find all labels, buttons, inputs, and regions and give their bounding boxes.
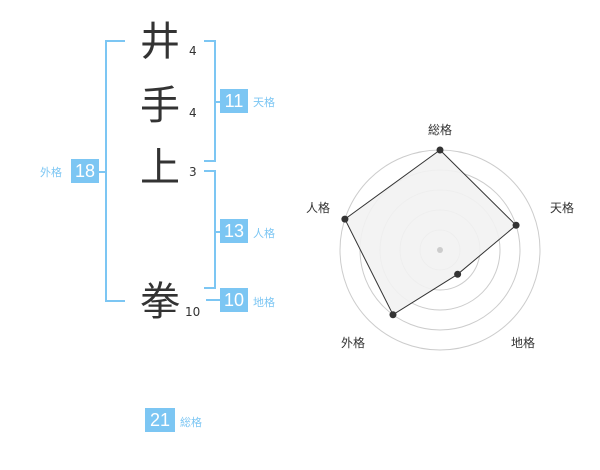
chikaku-connector	[206, 299, 222, 301]
jinkaku-bracket	[204, 170, 216, 289]
tenkaku-bracket	[204, 40, 216, 162]
gaikaku-bracket	[105, 40, 125, 302]
name-char-4: 拳	[140, 279, 180, 325]
tenkaku-connector	[216, 101, 222, 103]
name-char-2: 手	[140, 83, 180, 129]
chikaku-value-badge: 10	[220, 288, 248, 312]
jinkaku-value-badge: 13	[220, 219, 248, 243]
radar-chart	[339, 146, 541, 351]
radar-point	[341, 215, 349, 223]
jinkaku-connector	[216, 231, 222, 233]
chikaku-label: 地格	[253, 296, 275, 309]
gaikaku-value-badge: 18	[71, 159, 99, 183]
radar-point	[512, 221, 520, 229]
radar-point	[436, 146, 444, 154]
stroke-count-1: 4	[189, 44, 197, 58]
soukaku-label: 総格	[180, 416, 202, 429]
name-char-1: 井	[140, 19, 180, 65]
stroke-count-2: 4	[189, 106, 197, 120]
radar-center-dot	[437, 247, 443, 253]
radar-label-chikaku: 地格	[511, 336, 536, 350]
radar-point	[389, 311, 397, 319]
radar-label-jinkaku: 人格	[306, 201, 331, 215]
stroke-count-4: 10	[185, 305, 201, 319]
name-char-3: 上	[140, 145, 180, 191]
radar-label-gaikaku: 外格	[341, 336, 366, 350]
radar-label-soukaku: 総格	[428, 123, 453, 137]
radar-point	[454, 270, 462, 278]
jinkaku-label: 人格	[253, 227, 275, 240]
radar-value-polygon	[344, 149, 517, 316]
radar-label-tenkaku: 天格	[550, 201, 575, 215]
gaikaku-label: 外格	[40, 166, 62, 179]
stroke-count-3: 3	[189, 165, 197, 179]
gaikaku-connector	[98, 171, 105, 173]
soukaku-value-badge: 21	[145, 408, 175, 432]
tenkaku-value-badge: 11	[220, 89, 248, 113]
tenkaku-label: 天格	[253, 96, 275, 109]
